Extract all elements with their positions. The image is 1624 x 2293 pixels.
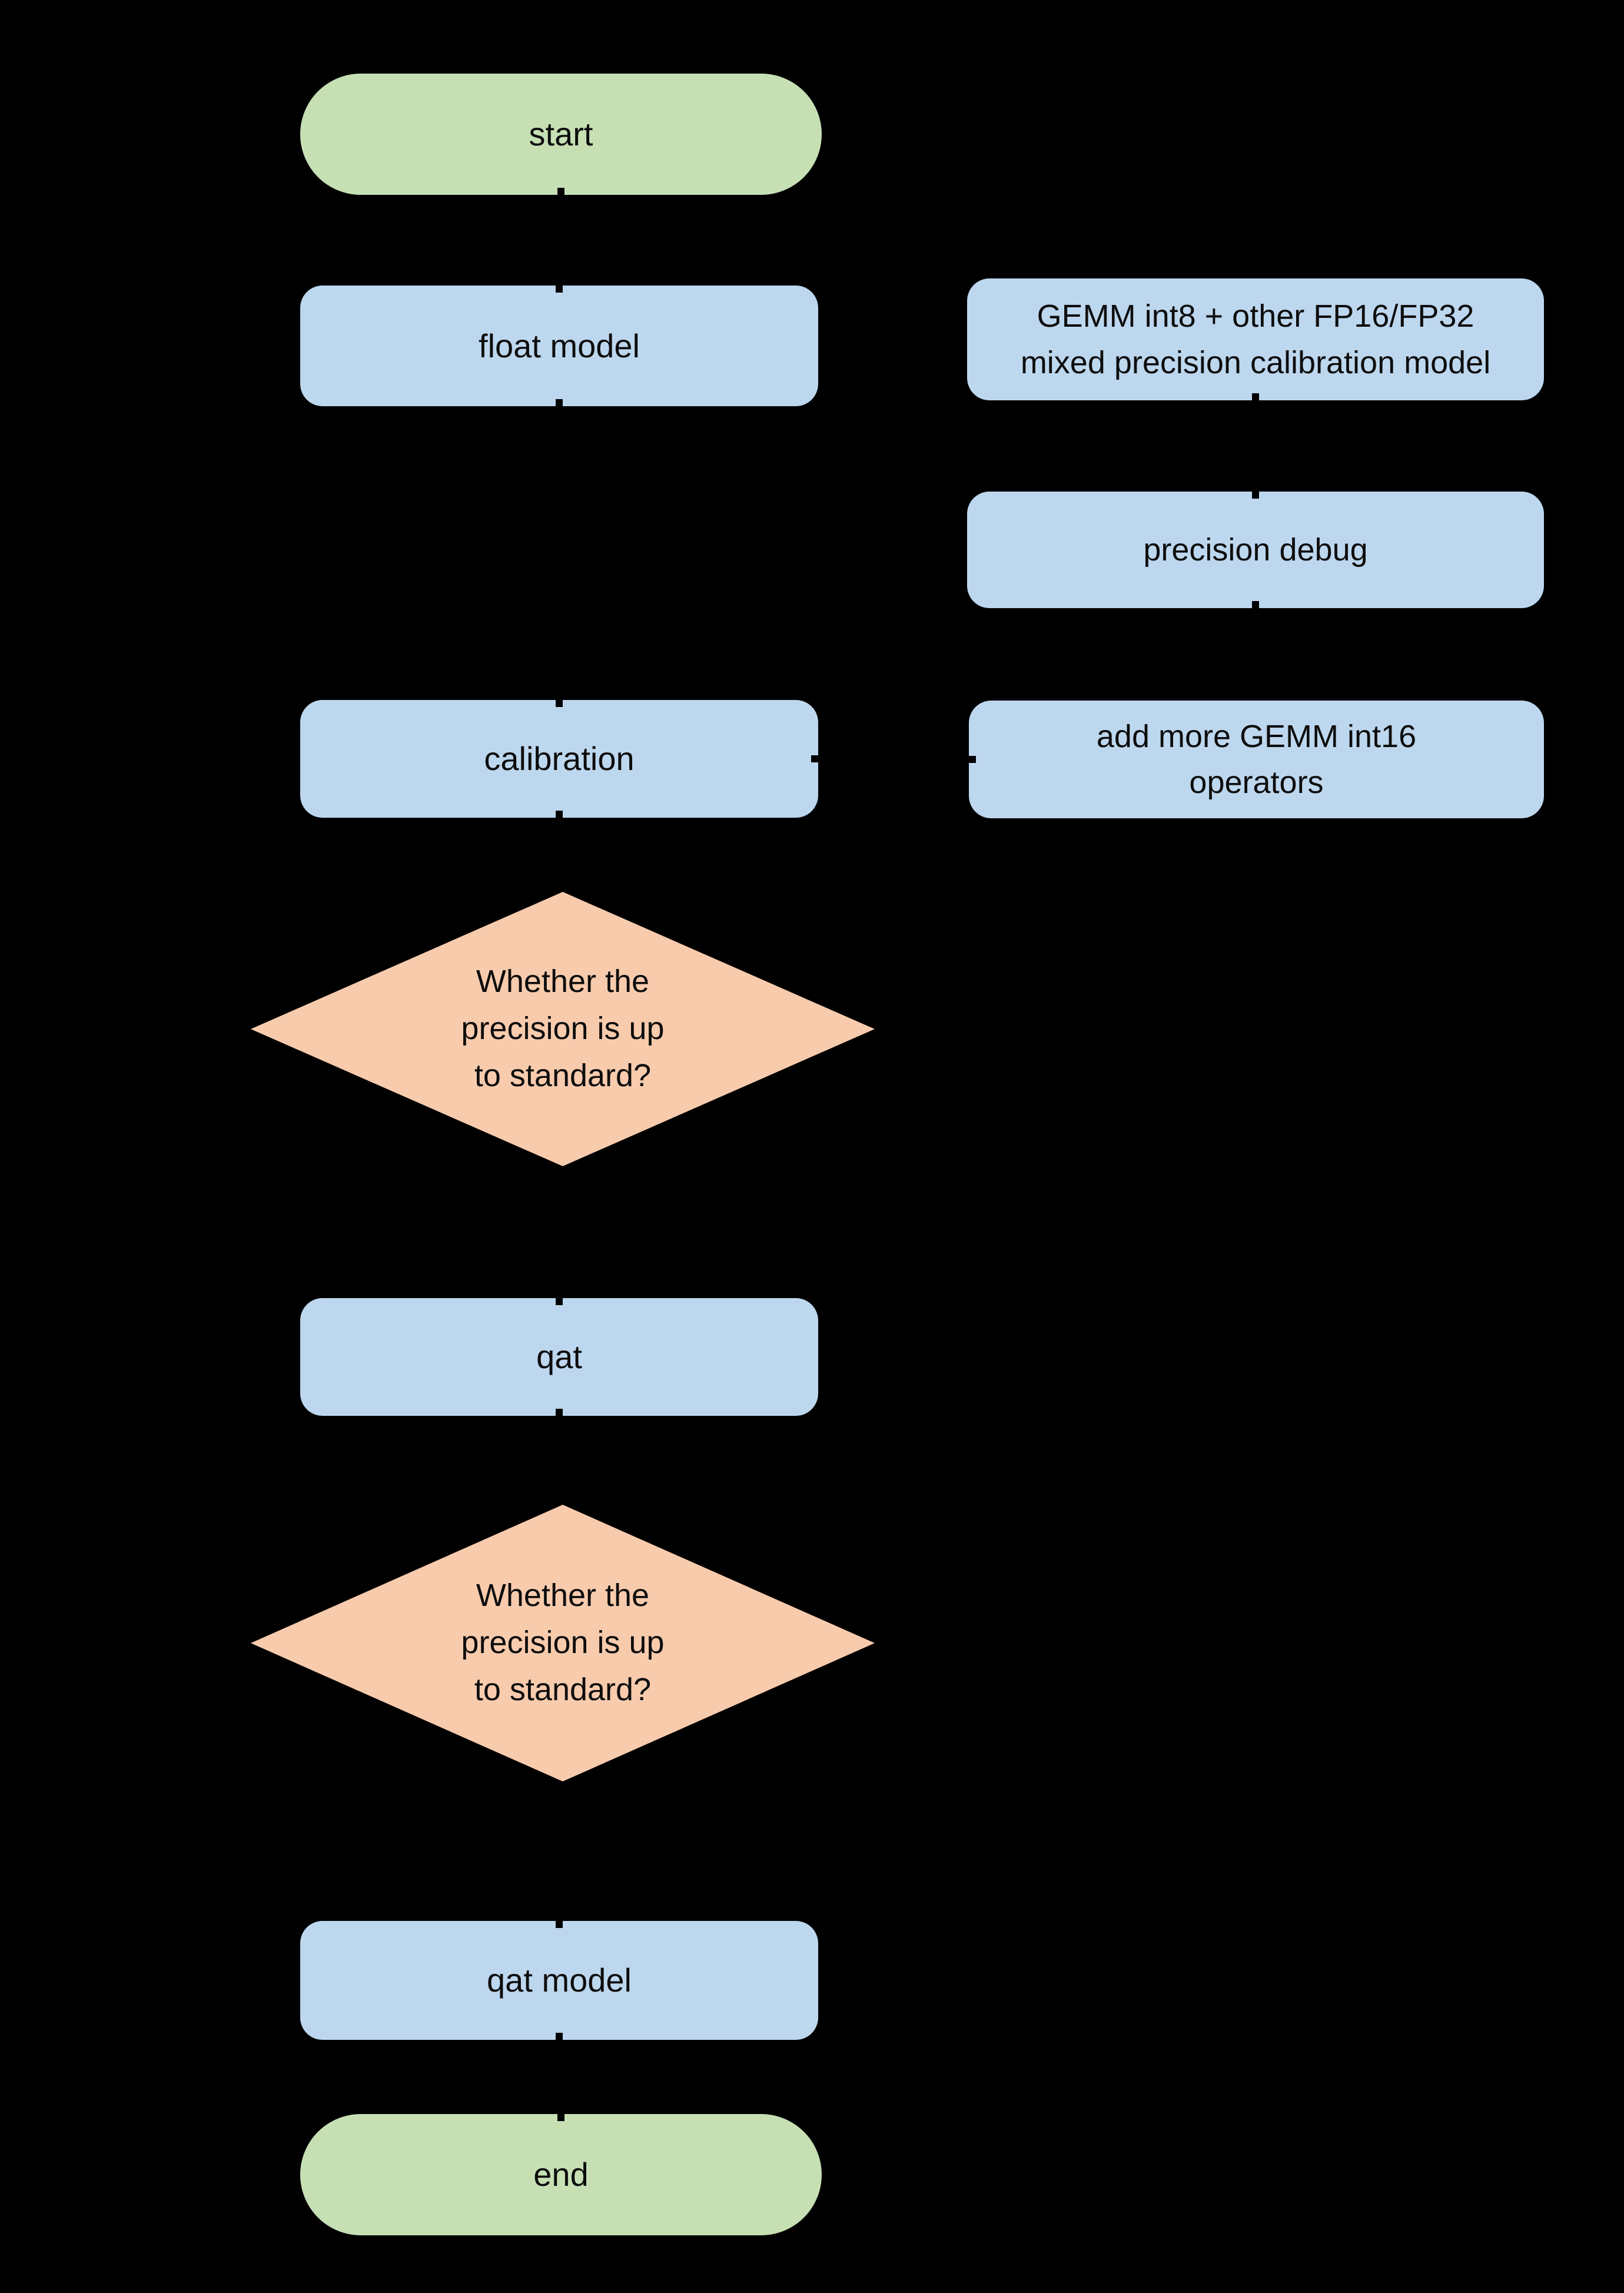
node-decision-precision-2: Whether the precision is up to standard?: [251, 1505, 875, 1781]
node-start-label: start: [529, 115, 593, 153]
node-start: start: [300, 74, 822, 195]
node-qat-label: qat: [536, 1338, 582, 1376]
arrow-stub: [556, 2033, 563, 2040]
node-float-model-label: float model: [479, 327, 640, 364]
node-add-gemm-int16-label: add more GEMM int16 operators: [1096, 718, 1417, 800]
arrow-stub: [556, 700, 563, 707]
node-precision-debug-label: precision debug: [1143, 532, 1368, 568]
node-gemm-calibration-model-label: GEMM int8 + other FP16/FP32 mixed precis…: [1020, 298, 1491, 380]
node-decision-precision-1: Whether the precision is up to standard?: [251, 892, 875, 1166]
arrow-stub: [556, 1409, 563, 1416]
node-decision-precision-2-label: Whether the precision is up to standard?: [461, 1578, 665, 1707]
arrow-stub: [969, 756, 976, 763]
arrow-stub: [556, 1921, 563, 1928]
node-calibration: calibration: [300, 700, 818, 818]
node-qat-model: qat model: [300, 1921, 818, 2040]
arrow-stub: [557, 188, 564, 195]
node-precision-debug: precision debug: [967, 492, 1544, 608]
node-add-gemm-int16: add more GEMM int16 operators: [969, 701, 1544, 818]
node-qat-model-label: qat model: [487, 1962, 632, 1999]
node-float-model: float model: [300, 286, 818, 406]
node-gemm-calibration-model: GEMM int8 + other FP16/FP32 mixed precis…: [967, 278, 1544, 400]
arrow-stub: [556, 1298, 563, 1305]
arrow-stub: [556, 399, 563, 406]
node-decision-precision-1-label: Whether the precision is up to standard?: [461, 964, 665, 1093]
node-qat: qat: [300, 1298, 818, 1416]
arrow-stub: [556, 811, 563, 818]
arrow-stub: [556, 286, 563, 293]
arrow-stub: [1252, 601, 1259, 608]
node-end: end: [300, 2114, 822, 2235]
node-calibration-label: calibration: [484, 740, 635, 778]
arrow-stub: [557, 2114, 564, 2121]
node-end-label: end: [533, 2156, 589, 2194]
arrow-stub: [1252, 393, 1259, 400]
arrow-stub: [1252, 492, 1259, 499]
arrow-stub: [811, 755, 818, 762]
